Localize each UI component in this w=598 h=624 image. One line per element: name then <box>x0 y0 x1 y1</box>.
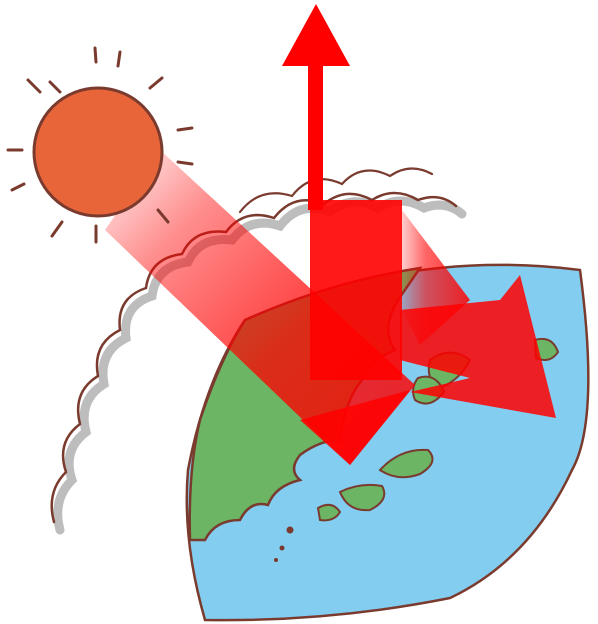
outgoing-up-arrow <box>282 4 402 380</box>
island-dot <box>279 545 285 551</box>
land-island-small-2 <box>316 503 342 522</box>
island-dot <box>274 558 278 562</box>
land-island-long <box>378 448 434 479</box>
land-island-middle <box>338 483 386 512</box>
island-dot <box>286 526 294 534</box>
cloud-outline-upper <box>238 167 434 214</box>
trapped-heat-arrow <box>400 210 556 418</box>
sun-rays <box>6 46 194 244</box>
incoming-sunlight-arrow <box>105 150 415 465</box>
sun-icon <box>6 46 194 244</box>
